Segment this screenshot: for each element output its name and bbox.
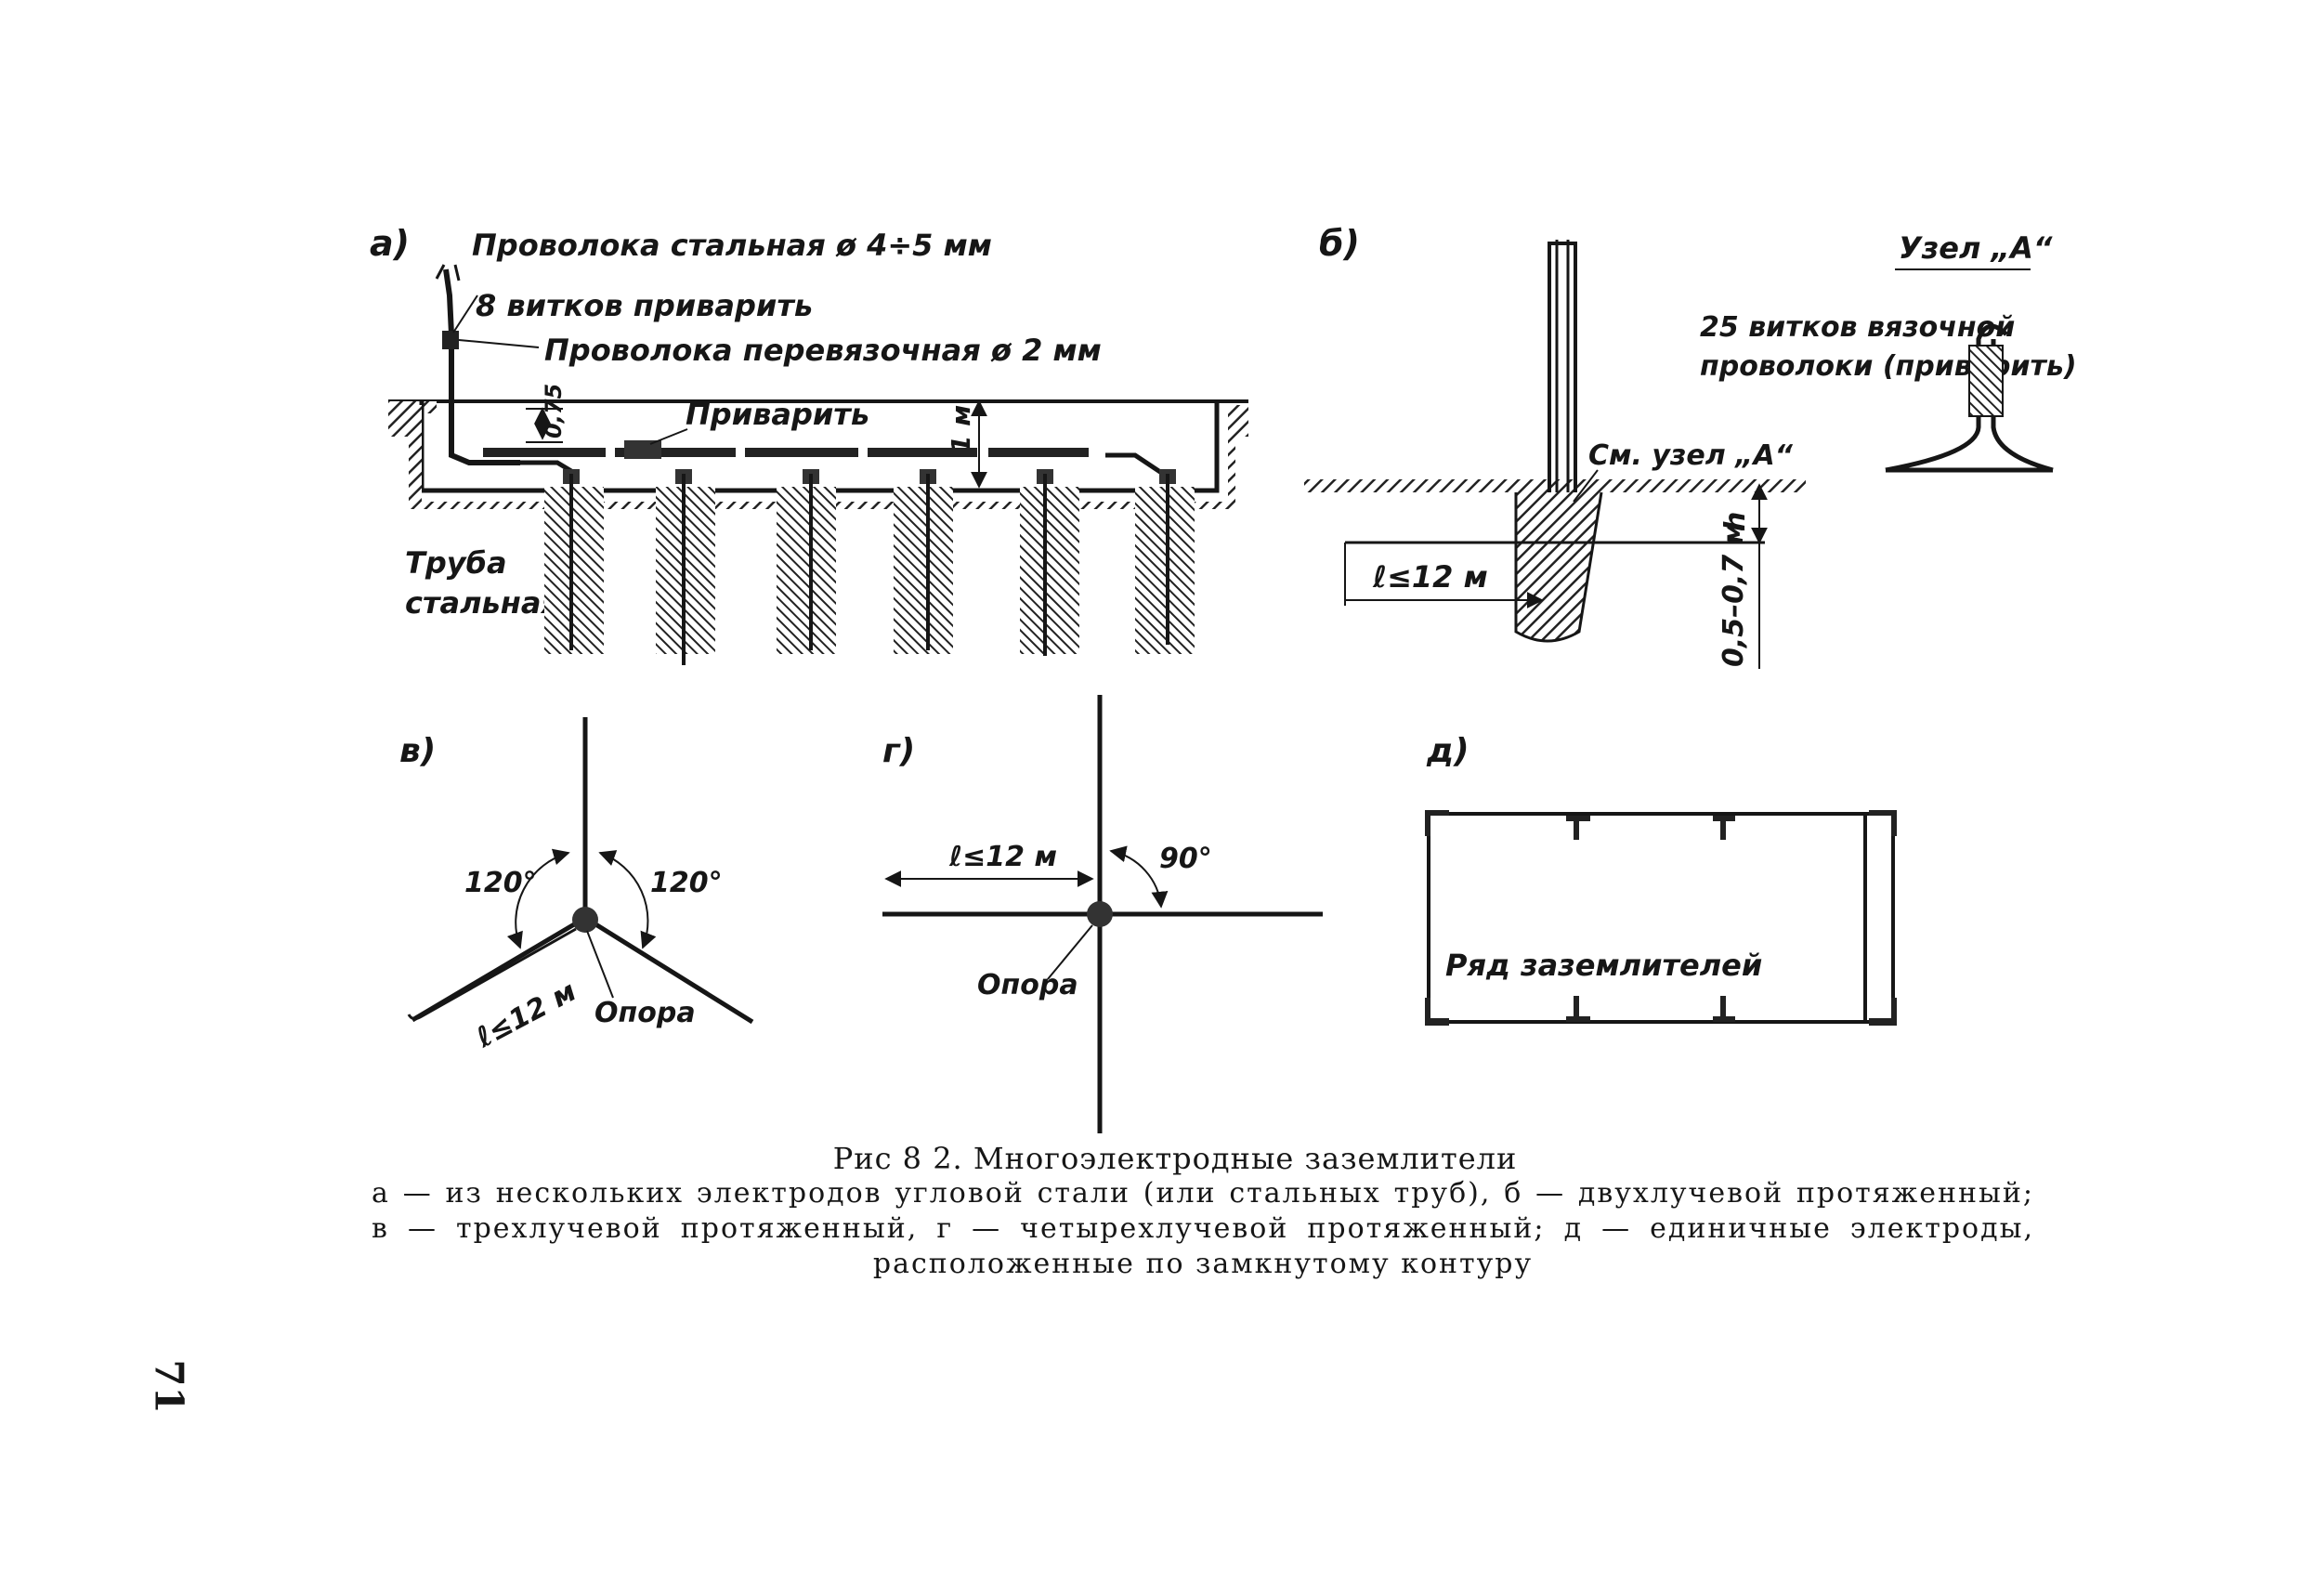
panel-b-letter: б): [1319, 223, 1360, 264]
g-length-label: ℓ≤12 м: [948, 841, 1057, 873]
panel-v-letter: в): [399, 732, 436, 770]
pipe-label-2: стальная: [405, 585, 560, 621]
panel-a: а) Проволока стальная ø 4÷5 мм 8 витков …: [370, 223, 1248, 665]
electrode-4: [894, 469, 953, 654]
g-angle-label: 90°: [1159, 843, 1212, 875]
electrode-1: [544, 469, 604, 654]
caption: Рис 8 2. Многоэлектродные заземлители а …: [372, 1141, 2034, 1282]
panel-b: б) ℓ≤12 м См. узел „А“ h 0,5–0,7 м Узел …: [1304, 223, 2077, 669]
panel-v: в) 120° 120° ℓ≤12 м Опора: [399, 717, 754, 1055]
v-support-label: Опора: [594, 997, 696, 1029]
node-a-title: Узел „А“: [1899, 230, 2053, 266]
tie-wire-label: Проволока перевязочная ø 2 мм: [544, 333, 1102, 368]
tie-strip: [483, 448, 1165, 477]
h-label: h: [1719, 512, 1752, 531]
depth-1m-label: 1 м: [946, 405, 976, 453]
node-a-text-1: 25 витков вязочной: [1700, 311, 2015, 344]
node-ref-label: См. узел „А“: [1588, 439, 1794, 472]
panel-d: д) Ряд заземлителей: [1425, 732, 1897, 1026]
electrode-2: [656, 469, 715, 665]
page-number: 71: [146, 1359, 192, 1414]
electrode-row-top: [1425, 810, 1897, 840]
turns-label: 8 витков приварить: [476, 288, 813, 323]
panel-g-letter: г): [882, 732, 915, 770]
panel-d-letter: д): [1426, 732, 1469, 770]
caption-text: а — из нескольких электродов угловой ста…: [372, 1177, 2034, 1280]
electrode-5: [1020, 469, 1079, 656]
wire-label: Проволока стальная ø 4÷5 мм: [472, 228, 992, 263]
electrode-6: [1135, 469, 1195, 654]
v-length-label: ℓ≤12 м: [470, 975, 581, 1055]
steel-wire: [443, 268, 520, 465]
v-angle-right: 120°: [650, 867, 723, 899]
panel-g: г) ℓ≤12 м 90° Опора: [882, 695, 1323, 1133]
b-depth-label: 0,5–0,7 м: [1718, 522, 1750, 667]
caption-title: Рис 8 2. Многоэлектродные заземлители: [832, 1141, 1518, 1176]
panel-a-letter: а): [370, 223, 410, 264]
v-support: [572, 907, 598, 933]
electrode-row-bottom: [1425, 996, 1897, 1026]
g-support-label: Опора: [977, 969, 1078, 1001]
weld-joint: [624, 440, 661, 459]
v-angle-left: 120°: [464, 867, 537, 899]
node-a-text-2: проволоки (приварить): [1700, 350, 2077, 383]
b-length-label: ℓ≤12 м: [1372, 559, 1488, 595]
g-support: [1087, 901, 1113, 927]
pipe-label-1: Труба: [405, 545, 507, 581]
node-a-drawing: [1885, 323, 2054, 473]
wire-turns: [442, 331, 459, 349]
row-label: Ряд заземлителей: [1445, 948, 1762, 983]
electrode-3: [777, 469, 836, 654]
contour-rectangle: [1427, 812, 1895, 1024]
depth-075-label: 0,75: [541, 384, 567, 438]
